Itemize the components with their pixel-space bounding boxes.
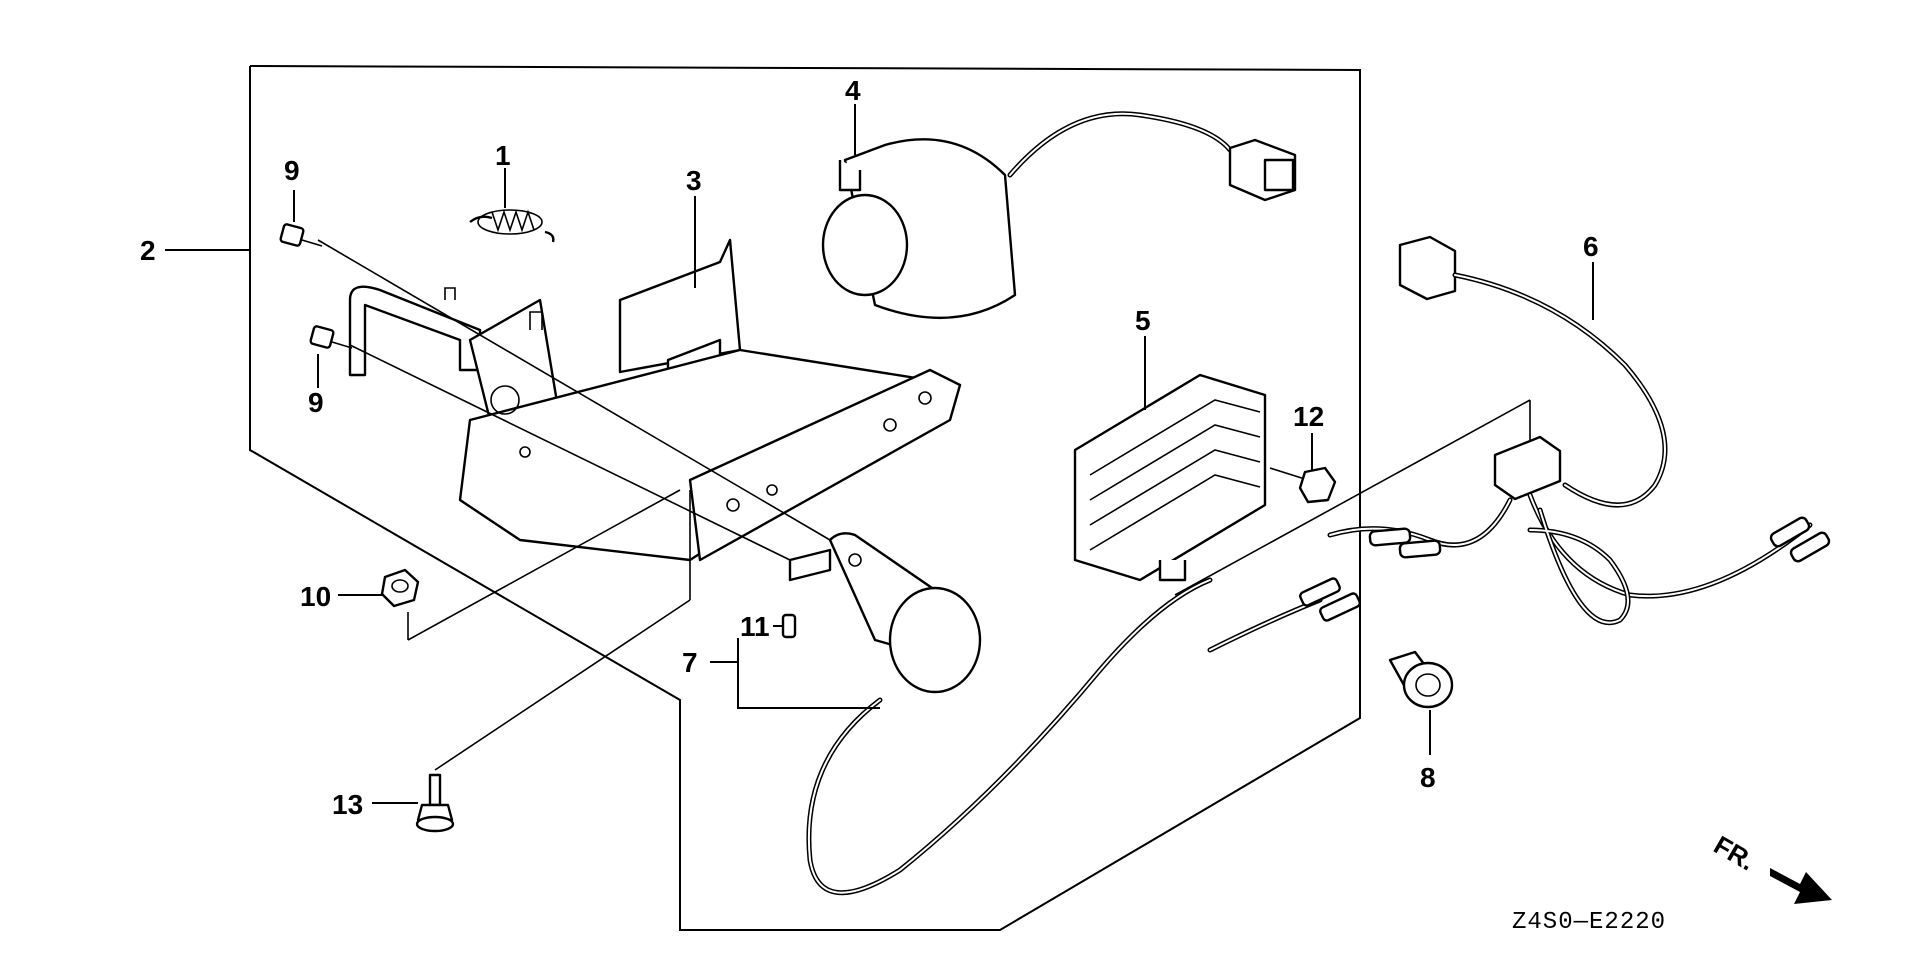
- bolt-part-12: [1269, 466, 1337, 504]
- callout-4: 4: [845, 75, 861, 106]
- nut-part: [380, 568, 420, 608]
- callout-2: 2: [140, 235, 156, 266]
- callout-9-lower: 9: [308, 387, 324, 418]
- callout-10: 10: [300, 581, 331, 612]
- drawing-code: Z4S0—E2220: [1512, 909, 1666, 936]
- callout-13: 13: [332, 789, 363, 820]
- callout-labels: 1 2 3 4 5 6 7 8 9 9 10 11 12 13: [140, 75, 1599, 820]
- capacitor-part: [821, 111, 1297, 319]
- wire-clamp-part: [1388, 650, 1454, 709]
- callout-3: 3: [686, 165, 702, 196]
- solenoid-part: [788, 532, 1361, 896]
- callout-6: 6: [1583, 231, 1599, 262]
- callout-12: 12: [1293, 401, 1324, 432]
- pin-part: [781, 613, 797, 639]
- arrow-right-down-icon: [1770, 868, 1832, 904]
- callout-7: 7: [682, 647, 698, 678]
- callout-9-upper: 9: [284, 155, 300, 186]
- wire-harness-part: [1327, 235, 1831, 626]
- regulator-part: [1073, 373, 1267, 582]
- direction-label: FR.: [1709, 830, 1760, 877]
- bolt-part-upper: [279, 223, 323, 247]
- front-direction-indicator: FR.: [1709, 830, 1832, 904]
- callout-5: 5: [1135, 305, 1151, 336]
- assembly-frame: [249, 65, 1361, 931]
- spring-part: [469, 209, 555, 243]
- callout-1: 1: [495, 140, 511, 171]
- leader-lines: [165, 104, 1594, 804]
- callout-11: 11: [740, 611, 770, 642]
- flange-bolt-part: [415, 773, 455, 833]
- bolt-part-lower: [309, 325, 353, 349]
- callout-8: 8: [1420, 762, 1436, 793]
